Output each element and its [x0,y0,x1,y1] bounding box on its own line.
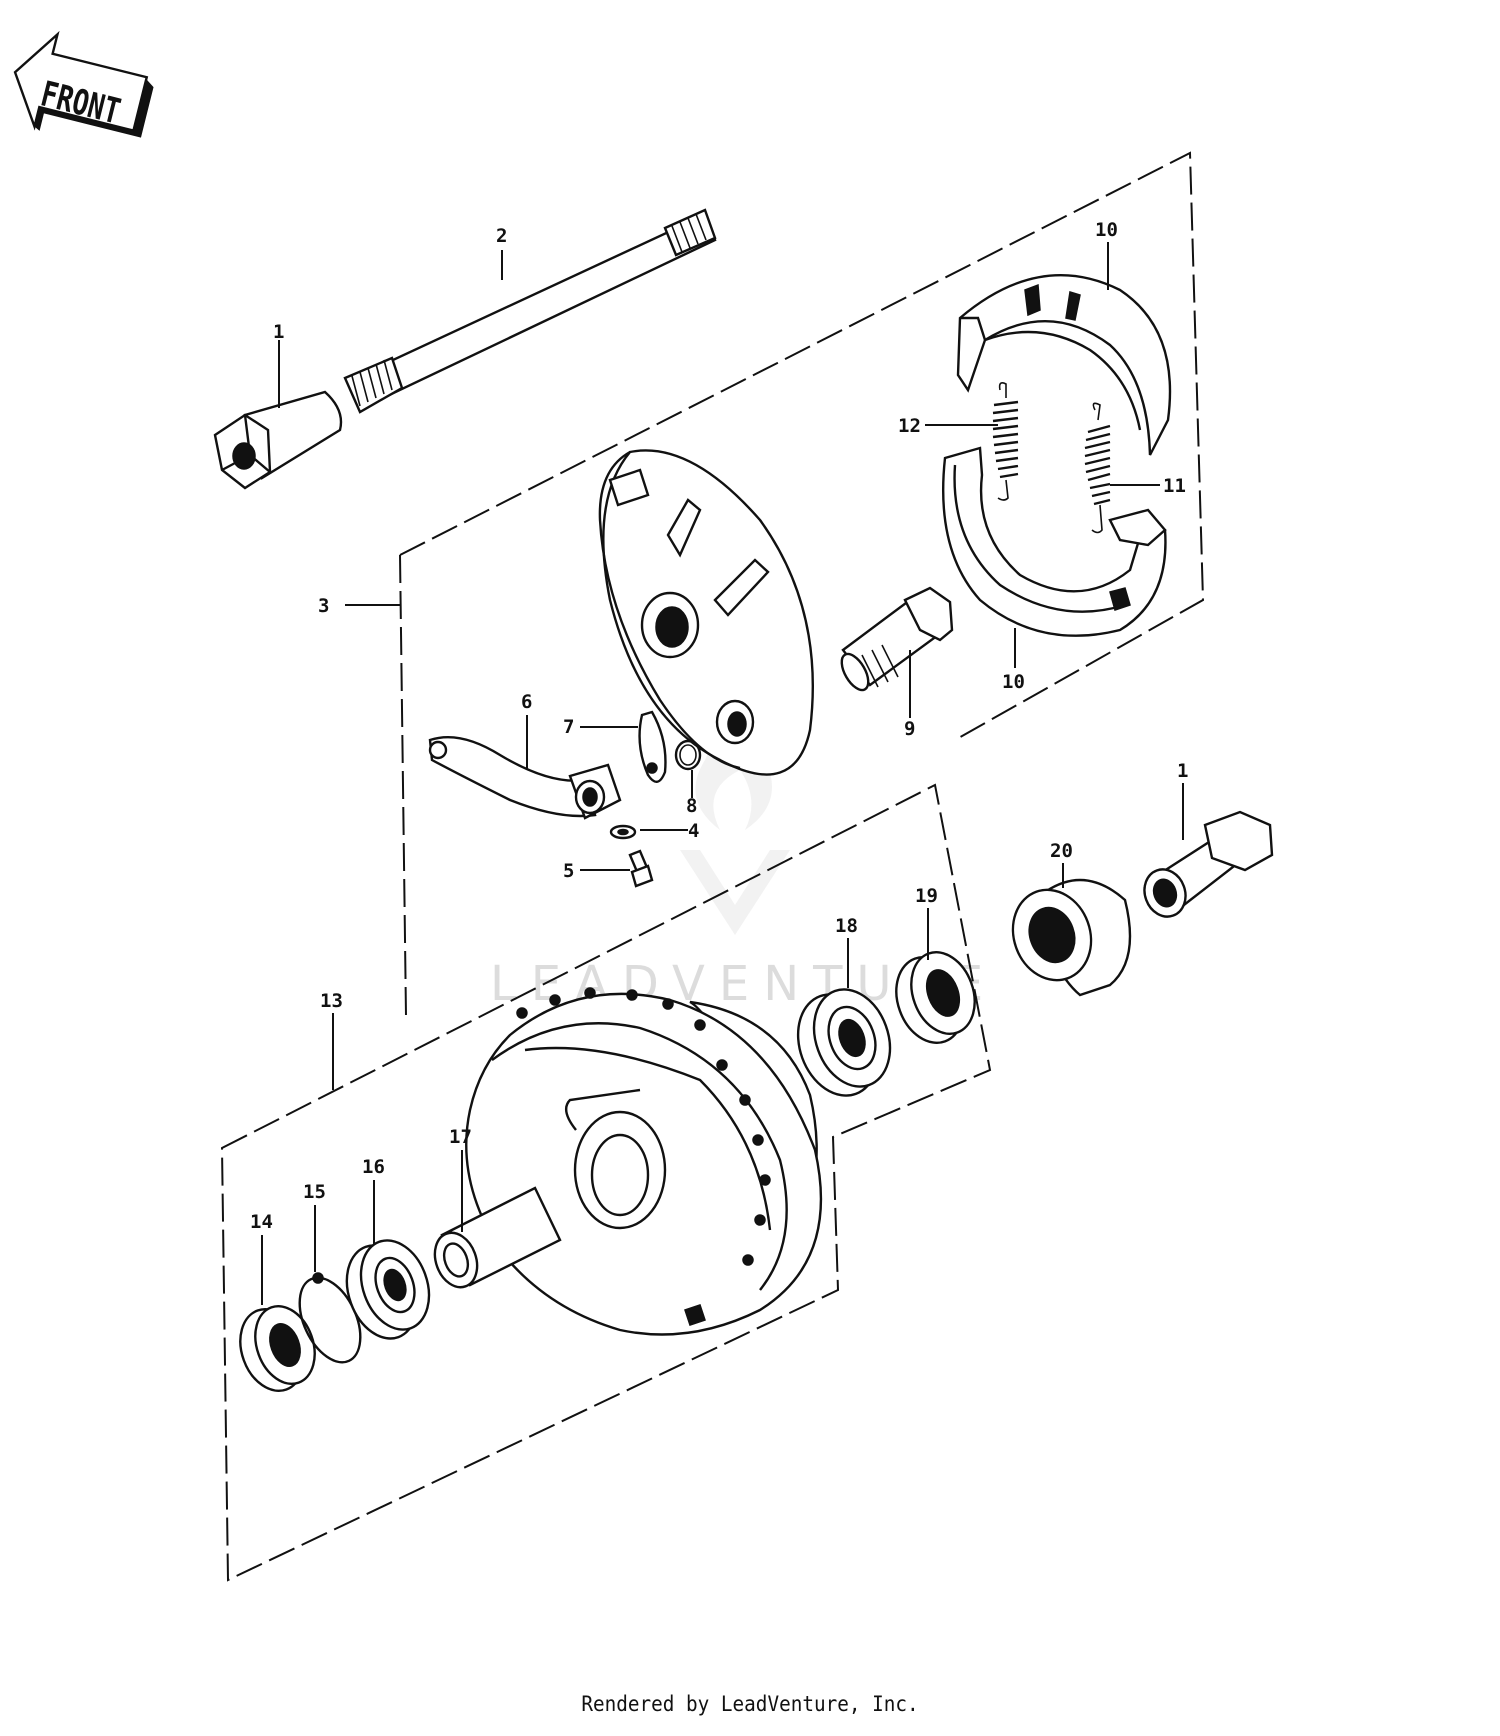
part-7-wear-indicator [638,710,667,783]
callout-10-lower: 10 [1002,671,1025,693]
callout-16: 16 [362,1156,385,1178]
part-10-brake-shoe-lower [942,446,1167,637]
callout-1-left: 1 [273,321,284,343]
callout-13: 13 [320,990,343,1012]
part-8-o-ring [674,739,702,771]
part-10-brake-shoe-upper [956,274,1172,456]
front-direction-arrow: FRONT [13,30,154,138]
callout-15: 15 [303,1181,326,1203]
callout-10-upper: 10 [1095,219,1118,241]
part-6-brake-cam-lever [428,736,622,820]
callout-7: 7 [563,716,574,738]
callout-9: 9 [904,718,915,740]
callout-1-right: 1 [1177,760,1188,782]
callout-19: 19 [915,885,938,907]
callout-8: 8 [686,795,697,817]
callout-5: 5 [563,860,574,882]
hub-group-boundary [220,783,992,1582]
part-2-axle-shaft [343,208,717,414]
callout-14: 14 [250,1211,273,1233]
part-9-brake-camshaft [840,586,954,692]
callout-12: 12 [898,415,921,437]
part-16-ball-bearing [345,1239,431,1340]
footer-credit: Rendered by LeadVenture, Inc. [581,1692,919,1716]
part-3-brake-panel [598,449,815,776]
part-11-return-spring [1084,402,1111,534]
part-1-axle-nut-left [213,390,343,490]
part-12-return-spring [992,382,1019,501]
part-19-oil-seal [895,951,976,1044]
part-4-washer [609,824,637,840]
callout-11: 11 [1163,475,1186,497]
part-1-axle-nut-right [1143,810,1274,918]
part-14-oil-seal [239,1305,316,1392]
part-5-bolt [628,849,654,888]
callout-20: 20 [1050,840,1073,862]
callout-17: 17 [449,1126,472,1148]
callout-2: 2 [496,225,507,247]
part-13-wheel-hub [465,987,823,1336]
part-20-wheel-collar [1011,878,1132,997]
callout-18: 18 [835,915,858,937]
part-18-ball-bearing [796,988,892,1097]
brake-panel-group-boundary [399,151,1205,1017]
callout-3: 3 [318,595,329,617]
callout-6: 6 [521,691,532,713]
callout-4: 4 [688,820,699,842]
part-17-spacer-tube [433,1186,562,1289]
